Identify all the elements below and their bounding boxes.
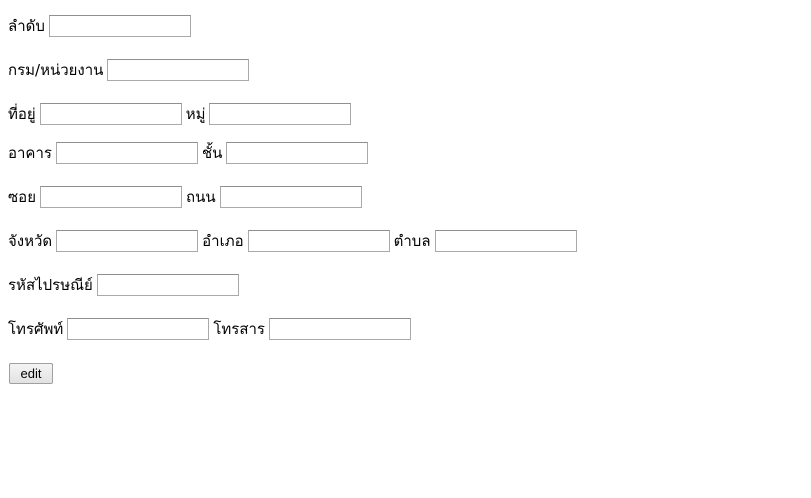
road-label: ถนน: [185, 188, 216, 206]
row-address: ที่อยู่ หมู่: [8, 103, 355, 125]
row-phone: โทรศัพท์ โทรสาร: [8, 318, 415, 340]
village-label: หมู่: [185, 105, 206, 123]
floor-label: ชั้น: [201, 144, 223, 162]
floor-input[interactable]: [226, 142, 369, 164]
sequence-label: ลำดับ: [8, 17, 45, 35]
soi-label: ซอย: [8, 188, 36, 206]
postcode-label: รหัสไปรษณีย์: [8, 276, 93, 294]
subdistrict-label: ตำบล: [393, 232, 431, 250]
address-label: ที่อยู่: [8, 105, 36, 123]
building-label: อาคาร: [8, 144, 52, 162]
village-input[interactable]: [209, 103, 352, 125]
building-input[interactable]: [55, 142, 198, 164]
row-building: อาคาร ชั้น: [8, 142, 372, 164]
department-label: กรม/หน่วยงาน: [8, 61, 104, 79]
district-input[interactable]: [247, 230, 390, 252]
row-province: จังหวัด อำเภอ ตำบล: [8, 230, 581, 252]
address-input[interactable]: [39, 103, 182, 125]
district-label: อำเภอ: [202, 232, 244, 250]
row-postcode: รหัสไปรษณีย์: [8, 274, 243, 296]
sequence-input[interactable]: [48, 15, 191, 37]
department-input[interactable]: [107, 59, 250, 81]
row-sequence: ลำดับ: [8, 15, 195, 37]
road-input[interactable]: [219, 186, 362, 208]
edit-button[interactable]: edit: [9, 363, 53, 384]
soi-input[interactable]: [39, 186, 182, 208]
phone-input[interactable]: [67, 318, 210, 340]
row-department: กรม/หน่วยงาน: [8, 59, 253, 81]
fax-label: โทรสาร: [213, 320, 265, 338]
province-input[interactable]: [56, 230, 199, 252]
postcode-input[interactable]: [96, 274, 239, 296]
phone-label: โทรศัพท์: [8, 320, 64, 338]
row-soi: ซอย ถนน: [8, 186, 366, 208]
subdistrict-input[interactable]: [434, 230, 577, 252]
province-label: จังหวัด: [8, 232, 53, 250]
fax-input[interactable]: [268, 318, 411, 340]
